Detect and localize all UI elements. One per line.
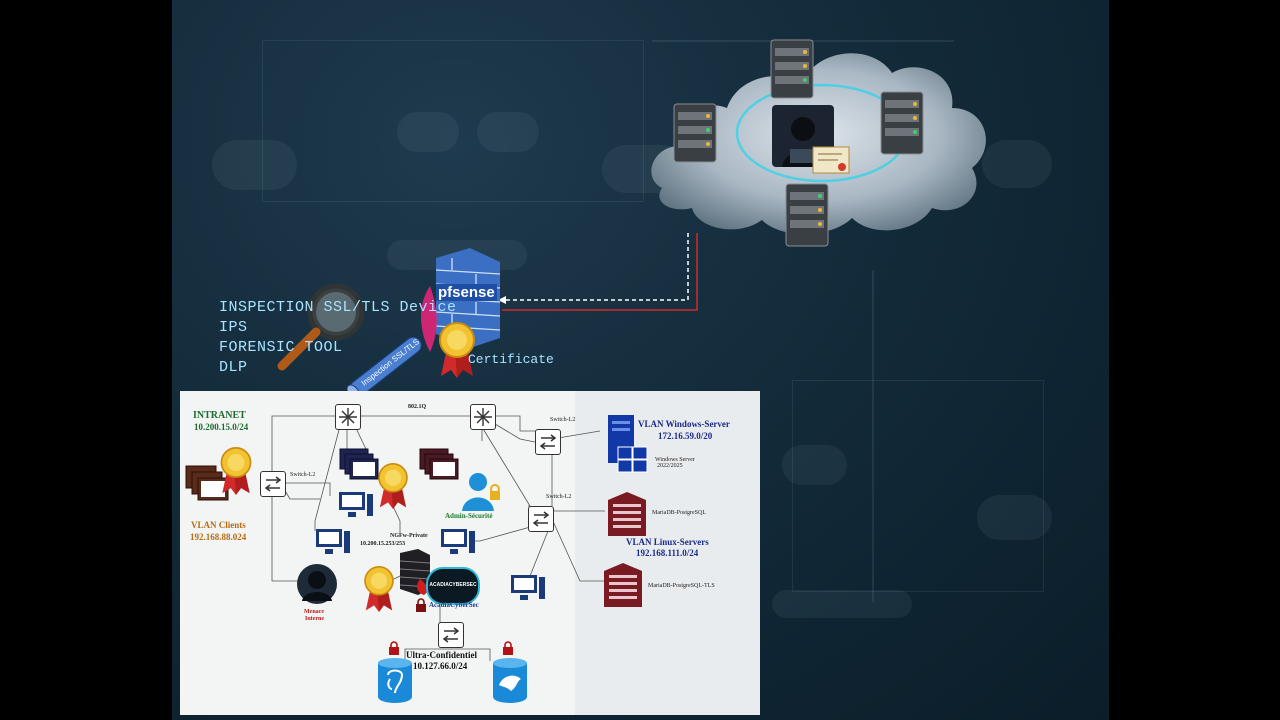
postgresql-db-icon	[378, 658, 412, 703]
bg-pipe-shape	[772, 590, 912, 618]
vlan-linux-subnet: 192.168.111.0/24	[636, 548, 699, 558]
acadia-label: AcadiaCyberSec	[429, 601, 479, 609]
bg-cloud-shape	[212, 140, 297, 190]
server-rack-icon	[880, 91, 924, 155]
bg-link	[872, 270, 874, 602]
ngfw-name: NGFw-Private	[390, 533, 428, 539]
inspection-line: DLP	[219, 359, 248, 376]
lock-icon	[503, 641, 513, 655]
server-zone	[575, 391, 760, 715]
ultra-subnet: 10.127.66.0/24	[413, 661, 468, 671]
bg-cloud-shape	[477, 112, 539, 152]
ngfw-ip: 10.200.15.253/253	[360, 541, 406, 547]
intranet-title: INTRANET	[193, 410, 246, 421]
award-medal-icon	[220, 447, 252, 495]
windows-os-line1: Windows Server	[655, 457, 695, 463]
admin-user-icon	[462, 473, 500, 511]
desktop-pc-icon	[441, 529, 475, 554]
switch-label: Switch-L2	[546, 494, 572, 500]
inspection-line: INSPECTION SSL/TLS Device	[219, 299, 457, 316]
linux-server-icon	[604, 563, 642, 607]
workstation-stack-icon	[419, 448, 459, 480]
ngfw-firewall-icon	[399, 549, 431, 595]
server-rack-icon	[785, 183, 829, 247]
award-medal-icon	[364, 566, 394, 612]
acadia-badge: ACADIACYBERSEC	[426, 567, 480, 605]
magnifier-icon	[277, 283, 365, 371]
bg-link	[792, 380, 1044, 592]
linux-server-icon	[608, 492, 646, 536]
desktop-pc-icon	[316, 529, 350, 554]
wan-links	[498, 233, 698, 311]
flame-icon	[421, 286, 437, 352]
firewall-logo: pfsense	[436, 284, 497, 301]
bg-cloud-shape	[782, 445, 847, 485]
core-switch-icon	[470, 404, 496, 430]
vlan-linux-title: VLAN Linux-Servers	[626, 537, 709, 547]
switch-icon	[528, 506, 554, 532]
lock-icon	[389, 641, 399, 655]
switch-icon	[260, 471, 286, 497]
windows-server-icon	[608, 415, 648, 473]
acadia-badge-text: ACADIACYBERSEC	[429, 582, 477, 588]
video-frame: pfsense Inspection SSL/TLS INSPECTION SS…	[172, 0, 1109, 720]
inspection-line: IPS	[219, 319, 248, 336]
bg-cloud-shape	[977, 495, 1052, 540]
vlan-windows-subnet: 172.16.59.0/20	[658, 431, 713, 441]
network-diagram-panel: INTRANET 10.200.15.0/24 VLAN Clients 192…	[180, 391, 760, 715]
trunk-label: 802.1Q	[408, 404, 427, 410]
switch-label: Switch-L2	[550, 417, 576, 423]
bg-link	[262, 40, 644, 202]
bg-cloud-shape	[397, 112, 459, 152]
award-medal-icon	[439, 322, 475, 378]
switch-icon	[438, 622, 464, 648]
client-pcs-icon	[185, 465, 229, 501]
ultra-title: Ultra-Confidentiel	[406, 650, 477, 660]
core-switch-icon	[335, 404, 361, 430]
certificate-label: Certificate	[468, 352, 554, 367]
windows-os-line2: 2022/2025	[657, 463, 683, 469]
switch-label: Switch-L2	[290, 472, 316, 478]
server-rack-icon	[673, 103, 717, 163]
db1-label: MariaDB-PostgreSQL	[652, 510, 706, 516]
switch-icon	[535, 429, 561, 455]
server-rack-icon	[770, 39, 814, 99]
admin-label: Admin-Sécurité	[445, 512, 493, 520]
vlan-clients-title: VLAN Clients	[191, 520, 246, 530]
lock-icon	[416, 598, 426, 612]
hooded-hacker-icon	[297, 564, 337, 604]
menace-line1: Menace	[304, 609, 324, 615]
inspection-line: FORENSIC TOOL	[219, 339, 343, 356]
vlan-windows-title: VLAN Windows-Server	[638, 419, 730, 429]
intranet-subnet: 10.200.15.0/24	[194, 422, 249, 432]
certificate-icon	[812, 146, 850, 174]
inspection-list: INSPECTION SSL/TLS Device IPS FORENSIC T…	[219, 298, 457, 378]
mariadb-db-icon	[493, 658, 527, 703]
award-medal-icon	[378, 463, 408, 509]
bg-cloud-shape	[982, 140, 1052, 188]
db2-label: MariaDB-PostgreSQL-TLS	[648, 583, 715, 589]
desktop-pc-icon	[511, 575, 545, 600]
vlan-clients-subnet: 192.168.88.024	[190, 532, 247, 542]
menace-line2: Interne	[305, 616, 324, 622]
workstation-stack-icon	[339, 448, 379, 480]
desktop-pc-icon	[339, 492, 373, 517]
